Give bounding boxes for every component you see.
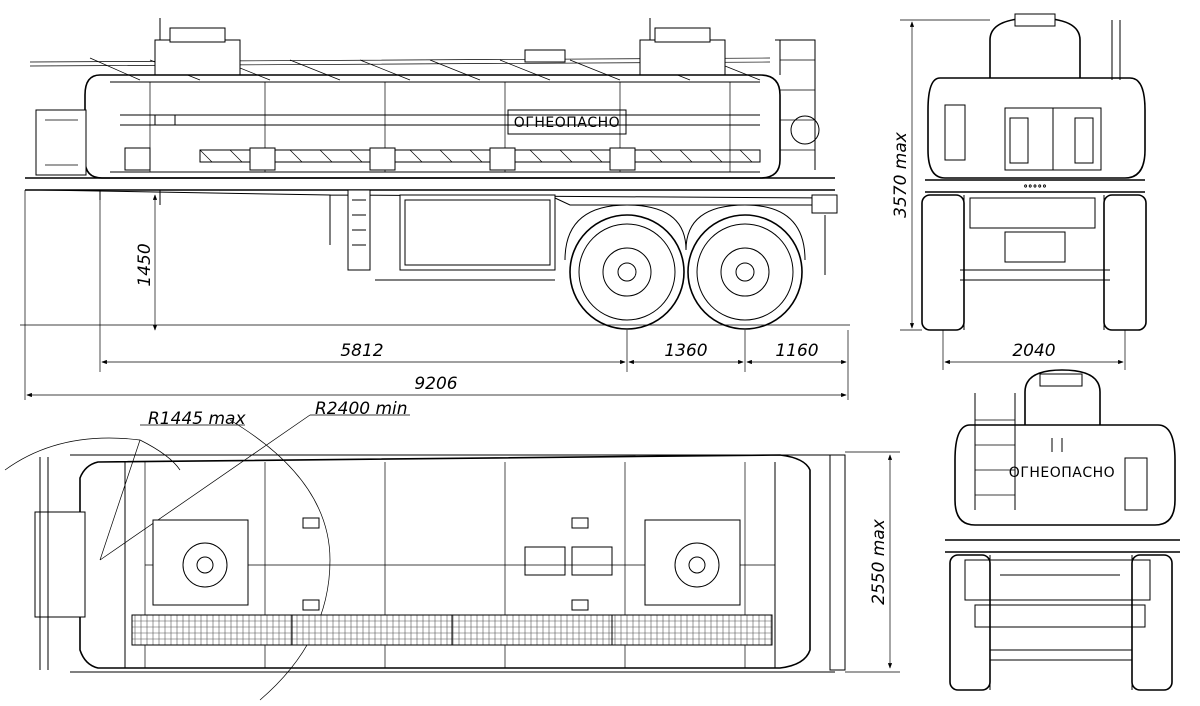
side-view: ОГНЕОПАСНО xyxy=(20,18,850,400)
rear-tank-label: ОГНЕОПАСНО xyxy=(1009,465,1115,481)
dim-rear-overhang: 1160 xyxy=(775,341,818,361)
dim-overall-width: 2550 max xyxy=(869,518,889,605)
side-tank-label: ОГНЕОПАСНО xyxy=(514,115,620,131)
rear-view: ОГНЕОПАСНО xyxy=(945,369,1180,691)
svg-text:◦◦◦◦◦: ◦◦◦◦◦ xyxy=(1023,182,1047,191)
dim-front-to-axle: 5812 xyxy=(340,341,383,361)
top-view: R1445 max R2400 min 2550 max xyxy=(4,399,900,701)
dim-swing-radius: R1445 max xyxy=(148,409,246,429)
dim-axle-spacing: 1360 xyxy=(664,341,707,361)
dim-overall-length: 9206 xyxy=(414,374,457,394)
dim-front-height: 3570 max xyxy=(891,131,911,218)
side-wheel-2 xyxy=(687,214,803,330)
side-wheel-1 xyxy=(569,214,685,330)
dim-turning-radius: R2400 min xyxy=(315,399,408,419)
dim-frame-height: 1450 xyxy=(135,243,155,286)
front-view: ◦◦◦◦◦ 3570 max 2040 xyxy=(891,13,1147,370)
dim-track-width: 2040 xyxy=(1012,341,1055,361)
